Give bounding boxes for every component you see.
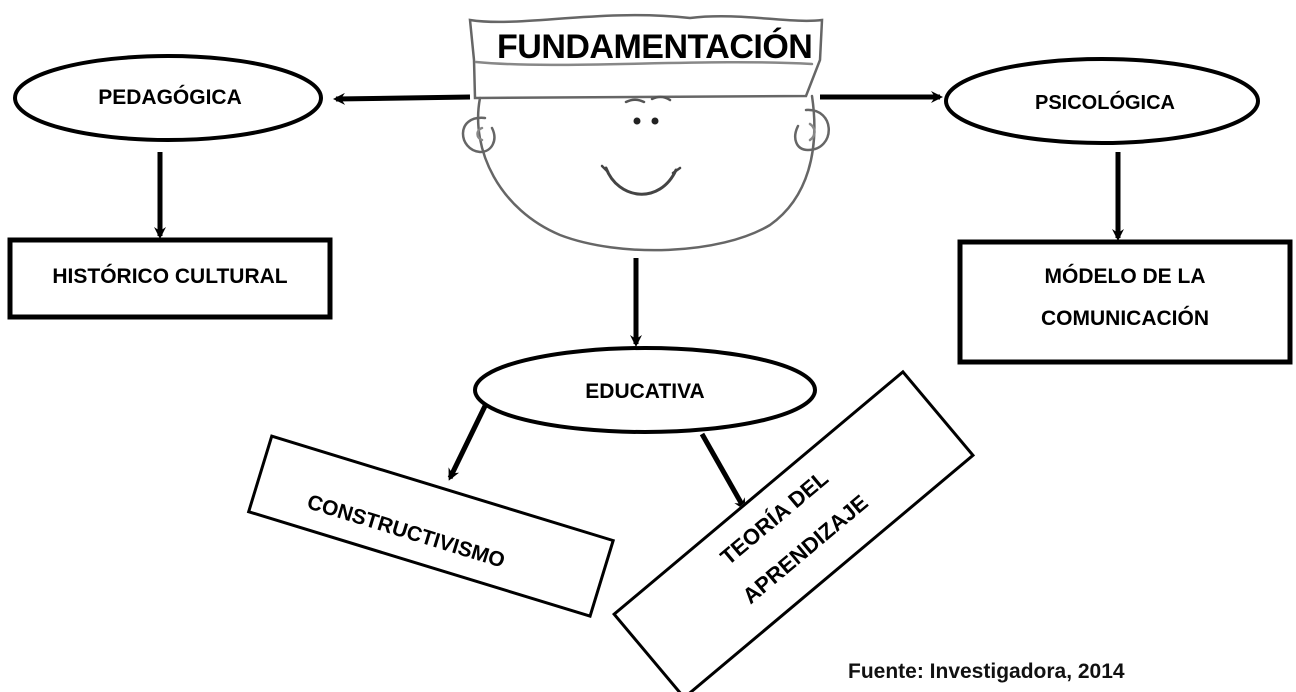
historico-cultural-box xyxy=(7,237,333,320)
arrow-to-pedagogica xyxy=(333,92,471,105)
psicologica-ellipse xyxy=(944,57,1260,145)
pedagogica-label: PEDAGÓGICA xyxy=(98,86,242,109)
arrow-to-teoria xyxy=(699,432,747,511)
modelo-label-line2: COMUNICACIÓN xyxy=(1041,307,1209,330)
educativa-ellipse xyxy=(473,346,817,434)
connector-arrows xyxy=(154,91,1124,511)
source-note: Fuente: Investigadora, 2014 xyxy=(848,660,1125,683)
diagram-title: FUNDAMENTACIÓN xyxy=(497,28,813,66)
psicologica-label: PSICOLÓGICA xyxy=(1034,92,1175,114)
pedagogica-ellipse xyxy=(13,54,323,142)
modelo-comunicacion-box xyxy=(957,239,1293,365)
historico-cultural-label: HISTÓRICO CULTURAL xyxy=(52,265,288,288)
child-face-illustration xyxy=(461,13,830,252)
educativa-label: EDUCATIVA xyxy=(585,380,705,403)
modelo-label-line1: MÓDELO DE LA xyxy=(1044,265,1206,288)
arrow-to-constructivismo xyxy=(447,404,488,481)
